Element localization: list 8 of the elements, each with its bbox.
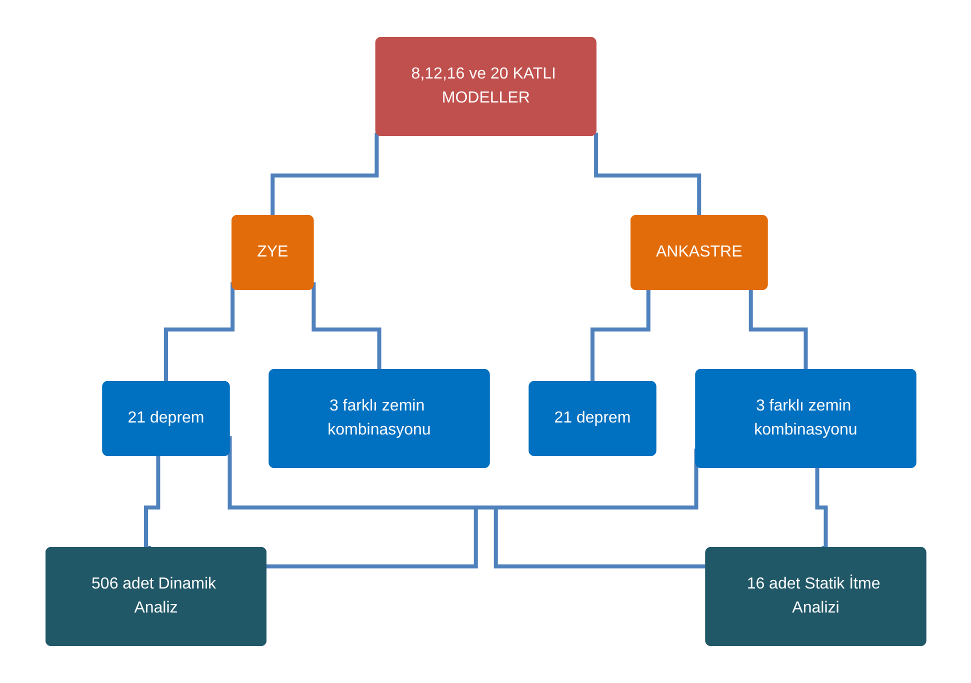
connector [270, 132, 378, 218]
connector [227, 436, 706, 568]
connector [144, 456, 160, 550]
connector [311, 282, 382, 372]
connector [748, 290, 808, 372]
connector [594, 132, 702, 218]
connector [590, 290, 650, 384]
connector [814, 468, 828, 550]
